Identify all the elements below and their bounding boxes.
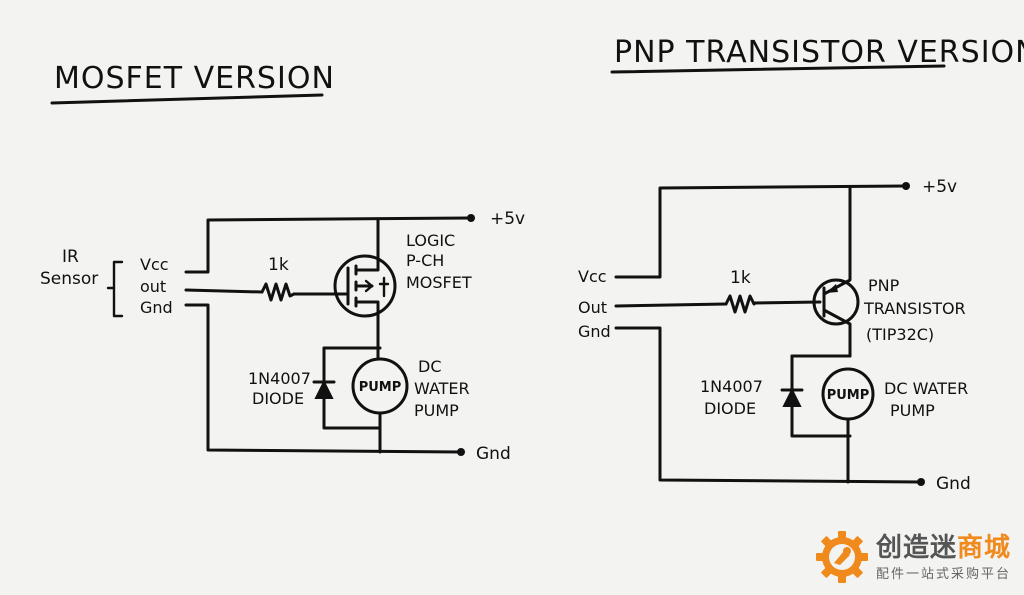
mosfet-supply-label: +5v bbox=[490, 209, 525, 229]
mosfet-ground-label: Gnd bbox=[476, 444, 511, 464]
pnp-pin-out: Out bbox=[578, 298, 607, 317]
mosfet-circuit: MOSFET VERSION IR Sensor Vcc out Gnd +5v… bbox=[40, 61, 525, 464]
mosfet-pump-symbol-text: PUMP bbox=[359, 380, 402, 395]
mosfet-pump-label-2: WATER bbox=[414, 379, 470, 398]
mosfet-resistor bbox=[260, 282, 296, 302]
pnp-title: PNP TRANSISTOR VERSION bbox=[614, 35, 1024, 70]
mosfet-ground-node bbox=[457, 448, 465, 456]
mosfet-pin-gnd: Gnd bbox=[140, 298, 173, 317]
mosfet-vcc-wire bbox=[184, 216, 472, 274]
pnp-transistor-symbol bbox=[812, 186, 860, 358]
pnp-diode-label-1: 1N4007 bbox=[700, 377, 763, 396]
pnp-diode-label-2: DIODE bbox=[704, 399, 756, 418]
mosfet-pin-vcc: Vcc bbox=[140, 255, 169, 274]
mosfet-diode-loop bbox=[322, 346, 382, 430]
pnp-supply-node bbox=[902, 182, 910, 190]
mosfet-signal-wire bbox=[184, 288, 264, 294]
sensor-label-ir: IR bbox=[62, 247, 79, 267]
mosfet-diode-symbol bbox=[312, 379, 336, 399]
mosfet-title-underline bbox=[50, 93, 324, 105]
mosfet-label-mosfet: MOSFET bbox=[406, 273, 472, 292]
pnp-base-wire bbox=[752, 300, 822, 305]
pnp-title-underline bbox=[610, 64, 946, 74]
pnp-label-pnp: PNP bbox=[868, 276, 900, 295]
mosfet-title: MOSFET VERSION bbox=[54, 61, 335, 96]
sensor-label-sensor: Sensor bbox=[40, 269, 98, 289]
pnp-label-part: (TIP32C) bbox=[866, 325, 934, 344]
pnp-ground-node bbox=[917, 478, 925, 486]
mosfet-supply-node bbox=[467, 214, 475, 222]
pnp-resistor bbox=[724, 294, 756, 314]
mosfet-label-pch: P-CH bbox=[406, 251, 444, 270]
gear-logo-icon bbox=[816, 531, 868, 583]
pnp-diode-loop bbox=[790, 354, 852, 438]
mosfet-pump-label-3: PUMP bbox=[414, 401, 459, 420]
pnp-supply-label: +5v bbox=[922, 177, 957, 197]
pnp-signal-wire bbox=[614, 302, 728, 308]
pnp-resistor-label: 1k bbox=[730, 268, 751, 288]
pnp-vcc-wire bbox=[614, 184, 907, 279]
pnp-pin-gnd: Gnd bbox=[578, 322, 611, 341]
sensor-bracket bbox=[106, 260, 124, 318]
p-channel-mosfet-symbol bbox=[333, 218, 397, 318]
mosfet-label-logic: LOGIC bbox=[406, 231, 455, 250]
pnp-pump-label-2: PUMP bbox=[890, 401, 935, 420]
brand-tagline: 配件一站式采购平台 bbox=[876, 567, 1012, 582]
pnp-pump-symbol-text: PUMP bbox=[827, 388, 870, 403]
brand-name: 创造迷商城 bbox=[876, 527, 1011, 564]
pnp-diode-symbol bbox=[780, 387, 804, 407]
mosfet-resistor-label: 1k bbox=[268, 255, 289, 275]
mosfet-gnd-wire bbox=[184, 303, 462, 454]
mosfet-pin-out: out bbox=[140, 277, 166, 296]
brand-watermark: 创造迷商城 配件一站式采购平台 bbox=[812, 525, 1022, 591]
pnp-pump-label-1: DC WATER bbox=[884, 379, 968, 398]
brand-name-part2: 商城 bbox=[957, 533, 1012, 563]
pnp-ground-label: Gnd bbox=[936, 474, 971, 494]
brand-name-part1: 创造迷 bbox=[876, 533, 958, 563]
pnp-pin-vcc: Vcc bbox=[578, 267, 607, 286]
pnp-label-transistor: TRANSISTOR bbox=[863, 299, 966, 318]
mosfet-pump-label-1: DC bbox=[418, 357, 442, 376]
mosfet-diode-label-1: 1N4007 bbox=[248, 369, 311, 388]
mosfet-diode-label-2: DIODE bbox=[252, 389, 304, 408]
pnp-gnd-wire bbox=[614, 326, 922, 484]
pnp-circuit: PNP TRANSISTOR VERSION Vcc Out Gnd +5v G… bbox=[578, 35, 1024, 494]
